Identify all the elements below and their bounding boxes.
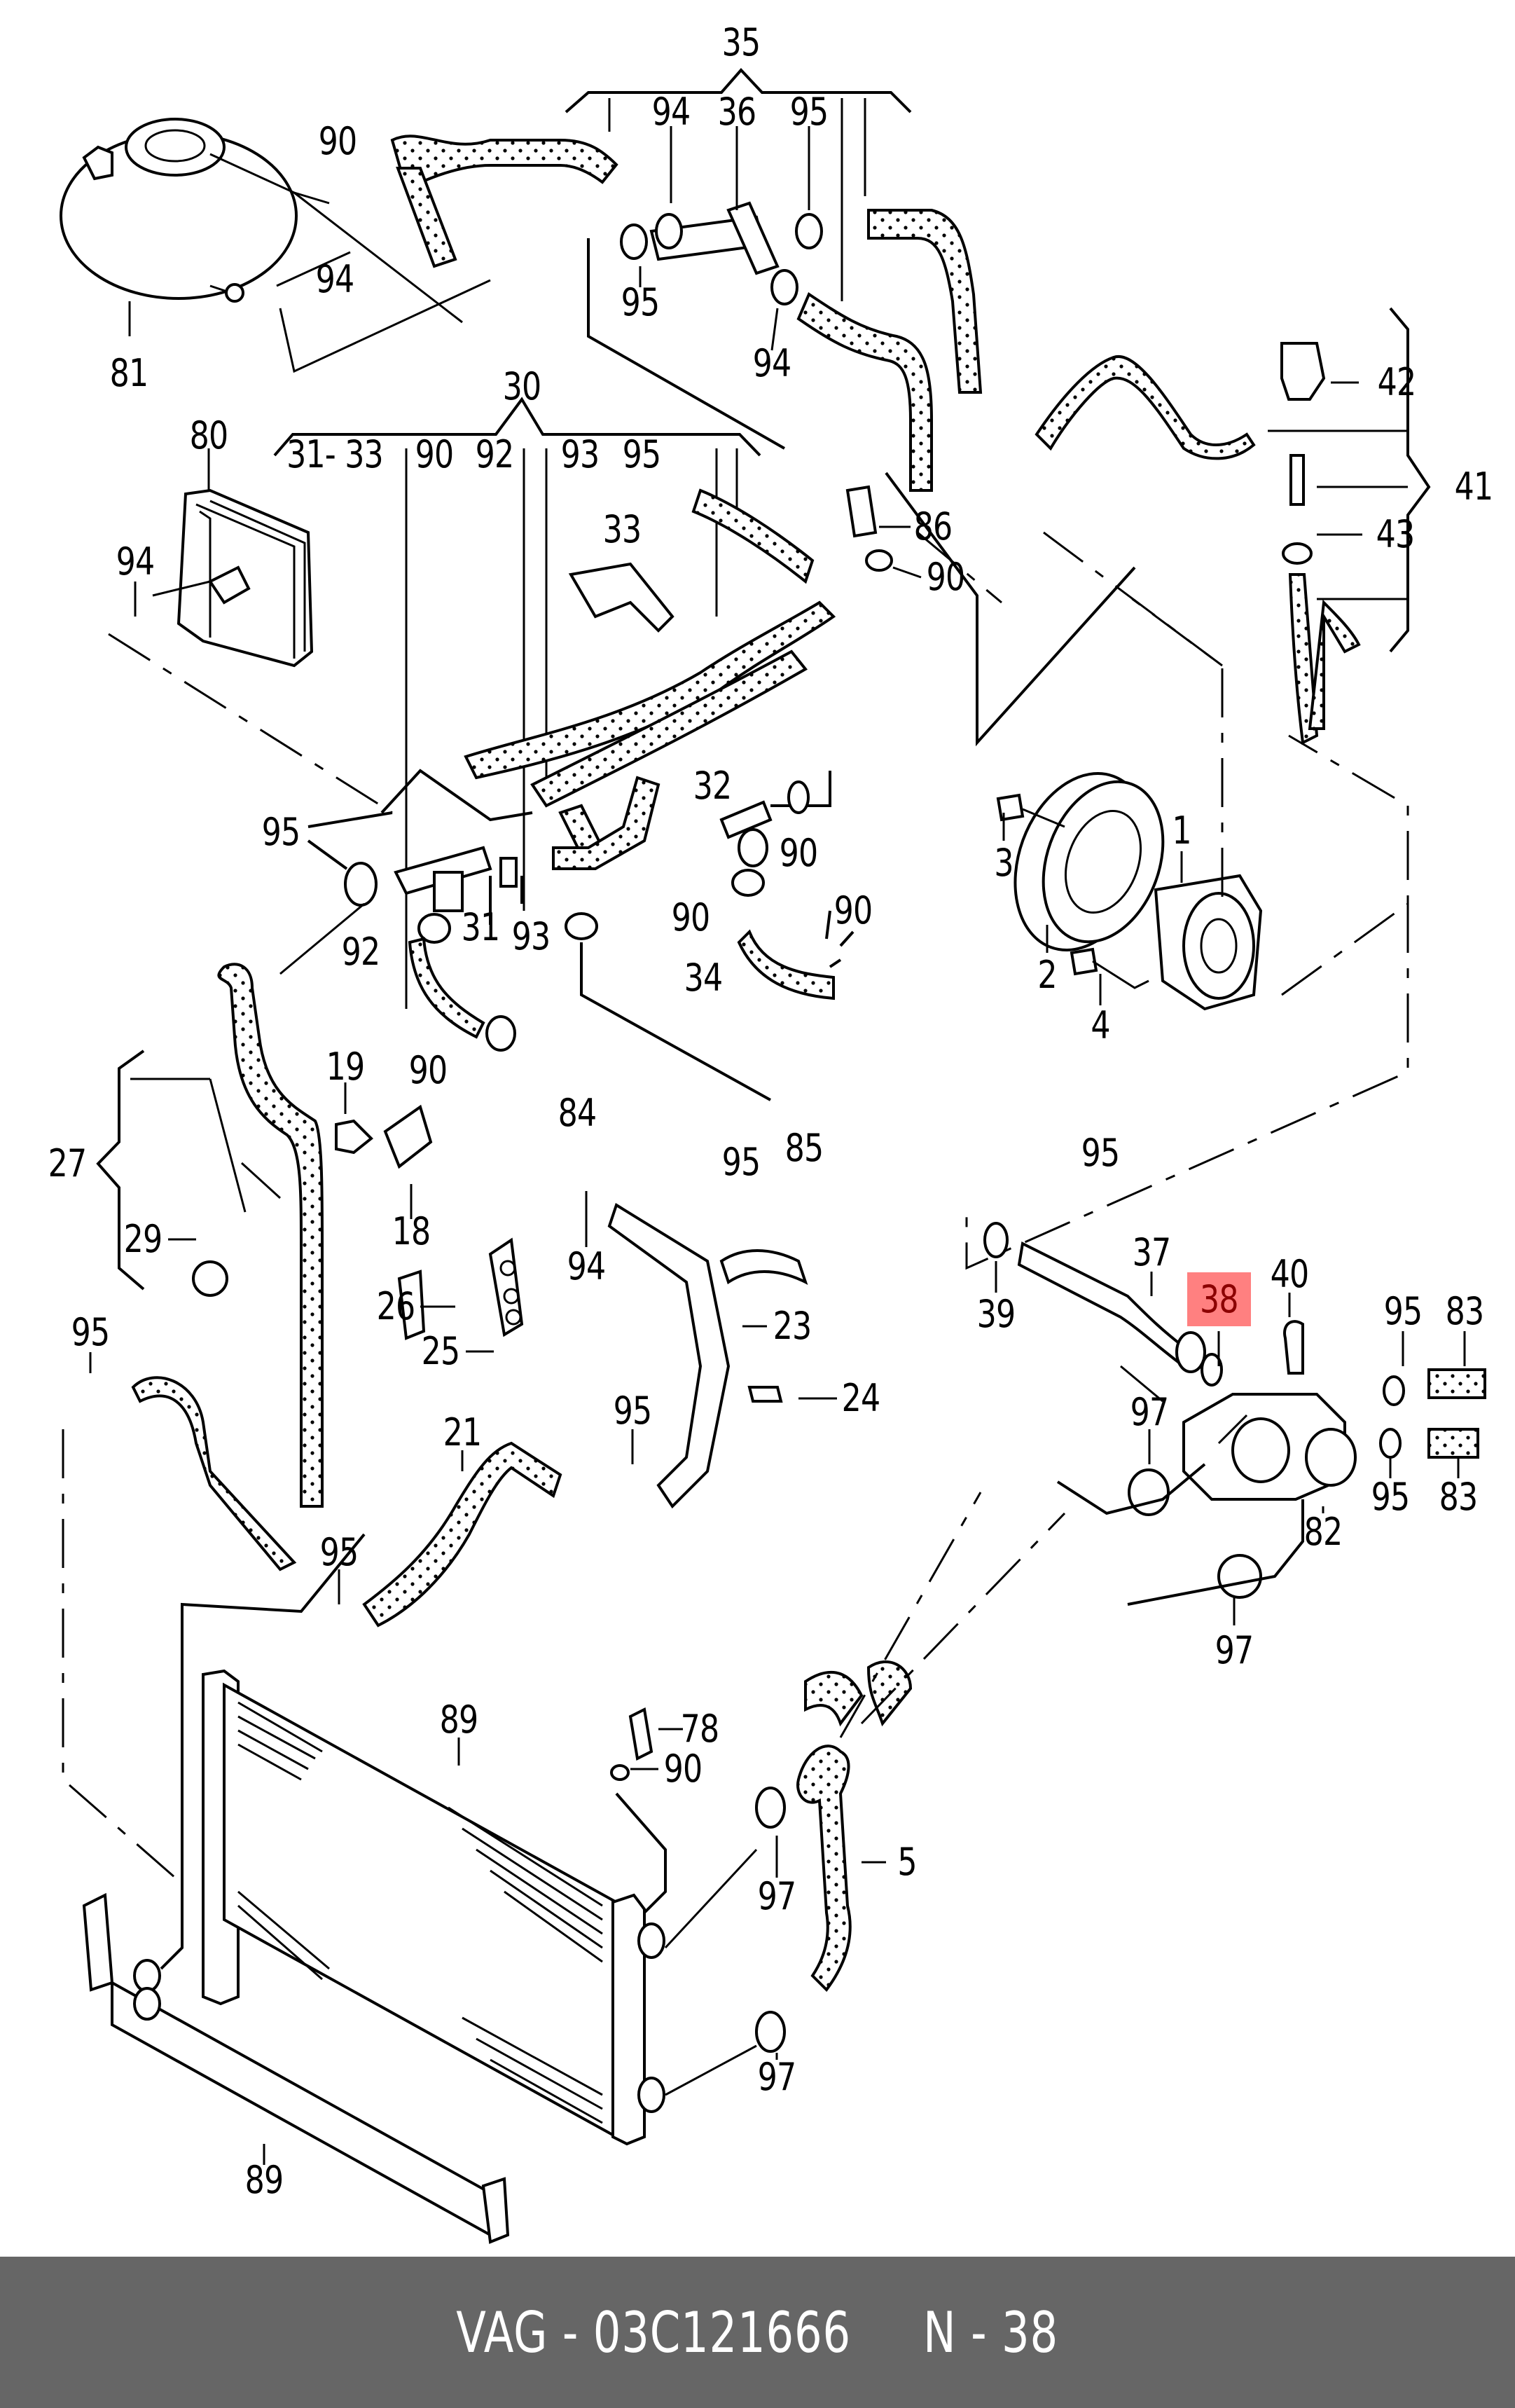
tee-31-group <box>217 780 855 1508</box>
callout-92[interactable]: 92 <box>341 930 381 974</box>
callout-94[interactable]: 94 <box>651 90 691 134</box>
callout-95[interactable]: 95 <box>1081 1131 1121 1175</box>
callout-31[interactable]: 31 <box>461 905 501 949</box>
callout-2[interactable]: 2 <box>1037 953 1057 997</box>
callout-31-33[interactable]: 31- 33 <box>286 432 384 476</box>
callout-95[interactable]: 95 <box>1383 1289 1423 1333</box>
callout-95[interactable]: 95 <box>261 810 301 854</box>
callout-95[interactable]: 95 <box>621 280 660 324</box>
callout-33[interactable]: 33 <box>602 507 642 551</box>
callout-97[interactable]: 97 <box>1215 1628 1254 1672</box>
callout-94[interactable]: 94 <box>567 1244 607 1288</box>
callout-25[interactable]: 25 <box>421 1329 461 1373</box>
callout-35[interactable]: 35 <box>721 20 761 64</box>
callout-86[interactable]: 86 <box>913 504 953 549</box>
callout-27[interactable]: 27 <box>48 1141 88 1185</box>
callout-29[interactable]: 29 <box>123 1217 163 1261</box>
callout-23[interactable]: 23 <box>773 1304 812 1348</box>
callout-94[interactable]: 94 <box>752 341 792 385</box>
callout-94[interactable]: 94 <box>116 539 155 584</box>
callout-84[interactable]: 84 <box>558 1091 597 1135</box>
bracket-27 <box>96 1050 282 1291</box>
small-parts <box>168 1082 524 1353</box>
highlighted-callout-38[interactable]: 38 <box>1187 1272 1251 1326</box>
bracket-30 <box>273 397 761 1009</box>
callout-82[interactable]: 82 <box>1303 1510 1343 1554</box>
callout-90[interactable]: 90 <box>926 555 966 599</box>
callout-92[interactable]: 92 <box>475 432 515 476</box>
callout-24[interactable]: 24 <box>841 1376 881 1420</box>
expansion-tank <box>60 118 491 373</box>
callout-89[interactable]: 89 <box>439 1698 479 1742</box>
oil-cooler <box>108 448 393 814</box>
callout-83[interactable]: 83 <box>1439 1475 1479 1519</box>
callout-90[interactable]: 90 <box>318 119 358 163</box>
callout-95[interactable]: 95 <box>721 1140 761 1184</box>
callout-81[interactable]: 81 <box>109 351 149 395</box>
callout-90[interactable]: 90 <box>779 831 819 875</box>
callout-1[interactable]: 1 <box>1172 809 1191 853</box>
callout-3[interactable]: 3 <box>994 841 1014 885</box>
callout-32[interactable]: 32 <box>693 764 733 808</box>
callout-21[interactable]: 21 <box>443 1410 483 1454</box>
callout-95[interactable]: 95 <box>789 90 829 134</box>
callout-36[interactable]: 36 <box>717 90 757 134</box>
callout-90[interactable]: 90 <box>408 1048 448 1092</box>
callout-40[interactable]: 40 <box>1270 1252 1310 1296</box>
callout-95[interactable]: 95 <box>1371 1475 1411 1519</box>
callout-30[interactable]: 30 <box>502 364 542 408</box>
callout-83[interactable]: 83 <box>1445 1289 1485 1333</box>
callout-93[interactable]: 93 <box>511 914 551 958</box>
callout-26[interactable]: 26 <box>376 1284 416 1328</box>
callout-78[interactable]: 78 <box>680 1707 720 1751</box>
thermostat-group <box>983 1222 1486 1625</box>
top-hose-group <box>390 126 983 492</box>
footer-bar: VAG - 03C121666 N - 38 <box>0 2257 1515 2408</box>
water-pump-group <box>965 594 1409 1270</box>
callout-90[interactable]: 90 <box>671 895 711 940</box>
part-number-caption: VAG - 03C121666 N - 38 <box>456 2299 1059 2365</box>
radiator-fins <box>237 1701 603 2124</box>
callout-97[interactable]: 97 <box>1130 1390 1170 1434</box>
callout-19[interactable]: 19 <box>326 1045 366 1089</box>
callout-90[interactable]: 90 <box>663 1747 703 1791</box>
hose-bundle <box>380 488 836 870</box>
callout-42[interactable]: 42 <box>1377 360 1417 404</box>
callout-93[interactable]: 93 <box>560 432 600 476</box>
callout-85[interactable]: 85 <box>784 1126 824 1170</box>
callout-5[interactable]: 5 <box>897 1840 917 1884</box>
callout-41[interactable]: 41 <box>1454 465 1494 509</box>
callout-90[interactable]: 90 <box>415 432 455 476</box>
callout-95[interactable]: 95 <box>71 1310 111 1354</box>
vacuum-assembly <box>845 307 1431 747</box>
callout-4[interactable]: 4 <box>1091 1003 1110 1047</box>
callout-80[interactable]: 80 <box>189 413 229 457</box>
callout-95[interactable]: 95 <box>319 1530 359 1574</box>
callout-97[interactable]: 97 <box>757 1874 797 1918</box>
callout-89[interactable]: 89 <box>244 2158 284 2202</box>
callout-90[interactable]: 90 <box>833 888 873 933</box>
callout-95[interactable]: 95 <box>622 432 662 476</box>
parts-diagram <box>60 68 1486 2244</box>
highlighted-callout-label: 38 <box>1200 1277 1239 1321</box>
callout-43[interactable]: 43 <box>1376 512 1416 556</box>
callout-39[interactable]: 39 <box>976 1292 1016 1336</box>
callout-95[interactable]: 95 <box>613 1389 653 1433</box>
callout-97[interactable]: 97 <box>757 2055 797 2099</box>
callout-94[interactable]: 94 <box>315 257 355 301</box>
callout-18[interactable]: 18 <box>392 1209 431 1253</box>
bracket-35 <box>565 68 912 301</box>
radiator-group <box>82 1492 1066 2244</box>
callout-34[interactable]: 34 <box>684 956 724 1000</box>
callout-37[interactable]: 37 <box>1132 1230 1172 1274</box>
pipe-23-group <box>62 1191 837 1879</box>
